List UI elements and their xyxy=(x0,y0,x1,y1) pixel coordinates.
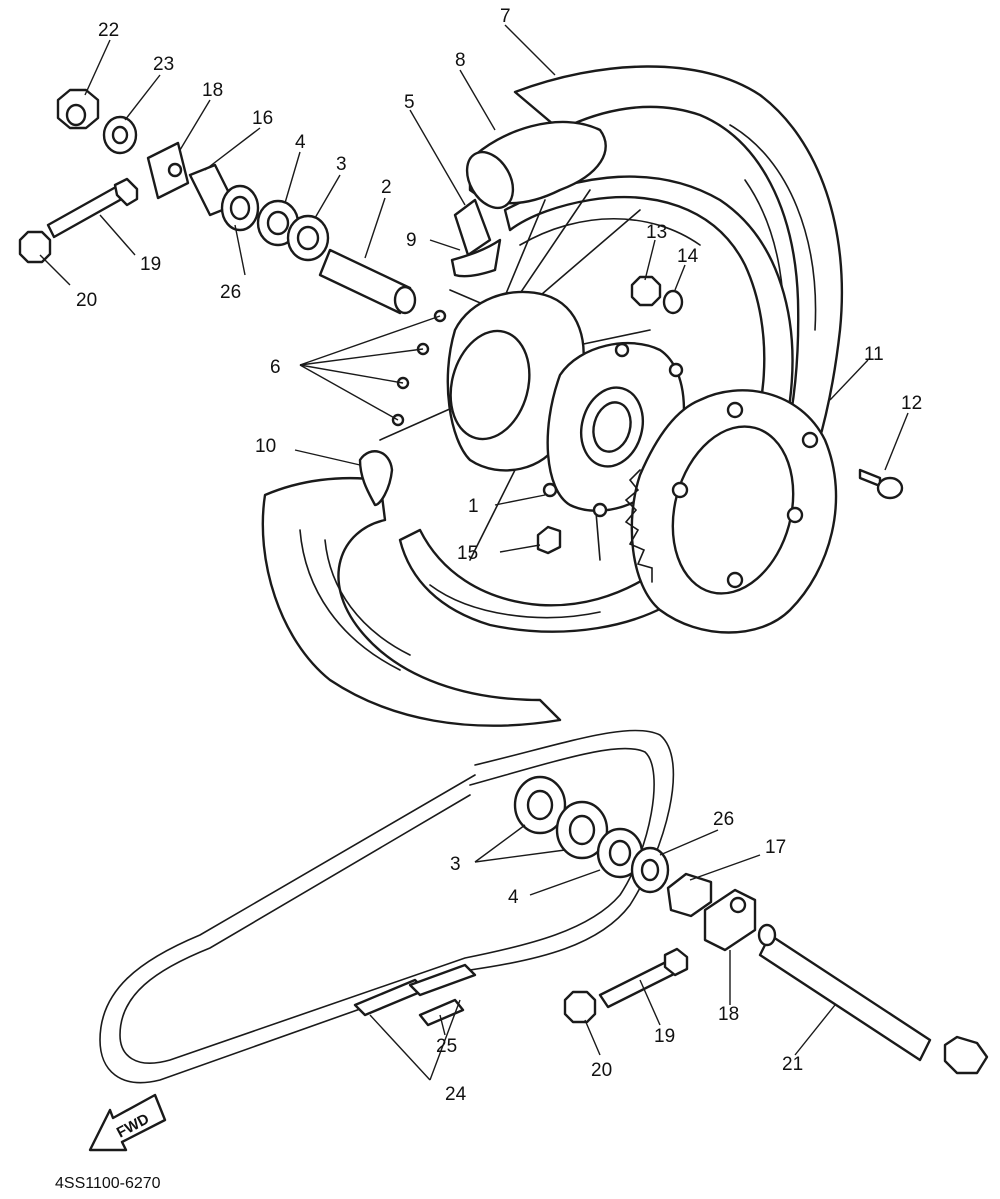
callout-19-upper: 19 xyxy=(140,254,161,275)
inner-tube xyxy=(450,120,607,278)
callout-9: 9 xyxy=(406,230,417,251)
callout-19-lower: 19 xyxy=(654,1026,675,1047)
callout-14: 14 xyxy=(677,246,699,267)
callout-17: 17 xyxy=(765,837,786,858)
callout-18-lower: 18 xyxy=(718,1004,739,1025)
callout-4-lower: 4 xyxy=(508,887,519,908)
callout-23: 23 xyxy=(153,54,174,75)
drive-chain xyxy=(99,729,675,1084)
callout-20-lower: 20 xyxy=(591,1060,612,1081)
callout-10: 10 xyxy=(255,436,276,457)
callout-1: 1 xyxy=(468,496,479,517)
callout-16: 16 xyxy=(252,108,273,129)
left-axle-parts xyxy=(18,88,417,315)
callout-3-lower: 3 xyxy=(450,854,461,875)
callout-8: 8 xyxy=(455,50,466,71)
callout-3-upper: 3 xyxy=(336,154,347,175)
callout-24: 24 xyxy=(445,1084,467,1105)
callout-25: 25 xyxy=(436,1036,457,1057)
callout-13: 13 xyxy=(646,222,667,243)
callout-11: 11 xyxy=(864,344,884,365)
callout-labels: 22 23 18 16 4 3 2 26 19 20 7 8 5 9 6 10 … xyxy=(76,6,922,1105)
hub xyxy=(446,290,686,518)
right-axle-parts xyxy=(513,775,989,1075)
fwd-arrow: FWD xyxy=(88,1093,167,1152)
callout-2: 2 xyxy=(381,177,392,198)
chain-master-link xyxy=(353,963,477,1027)
callout-5: 5 xyxy=(404,92,415,113)
callout-4-upper: 4 xyxy=(295,132,306,153)
callout-12: 12 xyxy=(901,393,922,414)
callout-26-upper: 26 xyxy=(220,282,241,303)
callout-21: 21 xyxy=(782,1054,803,1075)
callout-26-lower: 26 xyxy=(713,809,734,830)
callout-20-upper: 20 xyxy=(76,290,97,311)
sprocket xyxy=(624,389,838,634)
callout-15: 15 xyxy=(457,543,478,564)
callout-22: 22 xyxy=(98,20,119,41)
callout-18-left: 18 xyxy=(202,80,223,101)
callout-6: 6 xyxy=(270,357,281,378)
diagram-code: 4SS1100-6270 xyxy=(55,1175,161,1192)
leader-lines xyxy=(39,24,909,1081)
callout-7: 7 xyxy=(500,6,511,27)
rim xyxy=(398,175,794,633)
